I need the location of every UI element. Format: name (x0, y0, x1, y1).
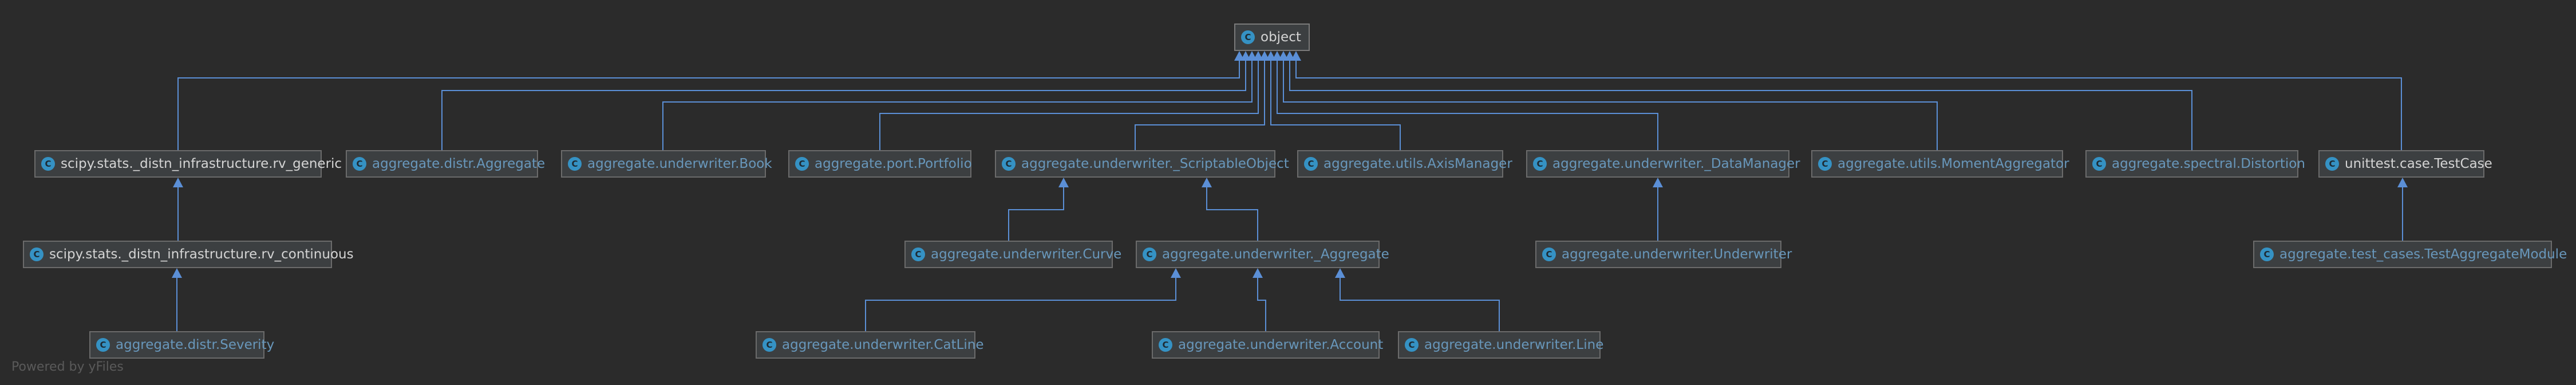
class-label: aggregate.distr.Severity (116, 337, 275, 352)
edge-line-to-aggregate (1340, 272, 1500, 331)
class-node-distr-severity[interactable]: C aggregate.distr.Severity (89, 331, 274, 359)
edge-rv-generic-to-object (177, 55, 1240, 150)
class-icon: C (1143, 247, 1156, 261)
inheritance-arrowhead (1335, 268, 1345, 278)
inheritance-arrowhead (1202, 178, 1212, 187)
class-icon: C (1818, 157, 1832, 171)
class-label: aggregate.spectral.Distortion (2112, 156, 2305, 171)
class-node-underwriter-aggregate[interactable]: C aggregate.underwriter._Aggregate (1136, 241, 1389, 268)
powered-by-watermark: Powered by yFiles (11, 360, 124, 374)
edge-distortion-to-object (1289, 55, 2192, 150)
class-node-rv-continuous[interactable]: C scipy.stats._distn_infrastructure.rv_c… (23, 241, 354, 268)
inheritance-arrowhead (1058, 178, 1069, 187)
edge-curve-to-scriptable (1008, 182, 1064, 241)
class-node-unittest-testcase[interactable]: C unittest.case.TestCase (2318, 150, 2492, 178)
class-label: aggregate.underwriter.Curve (931, 247, 1122, 262)
class-node-rv-generic[interactable]: C scipy.stats._distn_infrastructure.rv_g… (34, 150, 342, 178)
edge-aggregate-to-scriptable (1206, 182, 1258, 241)
class-node-data-manager[interactable]: C aggregate.underwriter._DataManager (1526, 150, 1800, 178)
class-icon: C (30, 247, 44, 261)
class-node-test-aggregate-module[interactable]: C aggregate.test_cases.TestAggregateModu… (2253, 241, 2567, 268)
class-node-scriptable-object[interactable]: C aggregate.underwriter._ScriptableObjec… (995, 150, 1289, 178)
class-node-distr-aggregate[interactable]: C aggregate.distr.Aggregate (346, 150, 545, 178)
class-icon: C (1533, 157, 1547, 171)
class-node-underwriter-account[interactable]: C aggregate.underwriter.Account (1152, 331, 1384, 359)
class-label: unittest.case.TestCase (2345, 156, 2492, 171)
class-icon: C (1405, 338, 1419, 352)
class-node-axis-manager[interactable]: C aggregate.utils.AxisManager (1297, 150, 1512, 178)
class-node-port-portfolio[interactable]: C aggregate.port.Portfolio (788, 150, 972, 178)
class-label: aggregate.port.Portfolio (815, 156, 972, 171)
class-label: aggregate.underwriter.Account (1178, 337, 1384, 352)
edge-moment-aggregator-to-object (1283, 55, 1938, 150)
edge-distr-aggregate-to-object (441, 55, 1246, 150)
inheritance-arrowhead (1653, 178, 1663, 187)
class-node-spectral-distortion[interactable]: C aggregate.spectral.Distortion (2085, 150, 2305, 178)
class-icon: C (353, 157, 366, 171)
class-label: aggregate.underwriter.Underwriter (1562, 247, 1792, 262)
inheritance-arrowhead (2397, 178, 2408, 187)
edge-axis-manager-to-object (1270, 55, 1401, 150)
edge-account-to-aggregate (1257, 272, 1266, 331)
class-icon: C (1002, 157, 1016, 171)
class-node-underwriter-curve[interactable]: C aggregate.underwriter.Curve (904, 241, 1121, 268)
class-icon: C (762, 338, 776, 352)
inheritance-arrowhead (172, 268, 182, 278)
class-icon: C (2325, 157, 2339, 171)
class-label: aggregate.utils.MomentAggregator (1838, 156, 2069, 171)
class-label: scipy.stats._distn_infrastructure.rv_con… (49, 247, 354, 262)
inheritance-arrowhead (1291, 51, 1301, 61)
class-icon: C (1304, 157, 1318, 171)
class-node-underwriter-underwriter[interactable]: C aggregate.underwriter.Underwriter (1535, 241, 1792, 268)
class-node-object[interactable]: C object (1234, 23, 1310, 51)
class-icon: C (911, 247, 925, 261)
class-node-underwriter-catline[interactable]: C aggregate.underwriter.CatLine (756, 331, 984, 359)
class-node-moment-aggregator[interactable]: C aggregate.utils.MomentAggregator (1811, 150, 2069, 178)
class-label: aggregate.distr.Aggregate (372, 156, 546, 171)
class-icon: C (1241, 30, 1255, 44)
class-icon: C (96, 338, 110, 352)
class-label: aggregate.underwriter.CatLine (782, 337, 984, 352)
edge-book-to-object (662, 55, 1253, 150)
class-label: aggregate.utils.AxisManager (1323, 156, 1512, 171)
class-label: aggregate.underwriter._Aggregate (1162, 247, 1389, 262)
edge-portfolio-to-object (879, 55, 1259, 150)
edge-scriptable-to-object (1135, 55, 1265, 150)
class-icon: C (795, 157, 809, 171)
class-label: aggregate.underwriter.Book (587, 156, 772, 171)
class-icon: C (1159, 338, 1172, 352)
edge-testcase-to-object (1295, 55, 2402, 150)
class-node-underwriter-line[interactable]: C aggregate.underwriter.Line (1398, 331, 1604, 359)
class-label: aggregate.underwriter._ScriptableObject (1021, 156, 1289, 171)
class-label: aggregate.underwriter.Line (1424, 337, 1604, 352)
class-icon: C (2260, 247, 2274, 261)
class-icon: C (568, 157, 582, 171)
class-node-underwriter-book[interactable]: C aggregate.underwriter.Book (561, 150, 772, 178)
class-label: object (1261, 30, 1301, 45)
inheritance-arrowhead (1171, 268, 1181, 278)
class-icon: C (2092, 157, 2106, 171)
class-icon: C (41, 157, 55, 171)
inheritance-arrowhead (1253, 268, 1263, 278)
edge-catline-to-aggregate (865, 272, 1176, 331)
class-label: scipy.stats._distn_infrastructure.rv_gen… (61, 156, 342, 171)
class-label: aggregate.test_cases.TestAggregateModule (2279, 247, 2567, 262)
class-icon: C (1542, 247, 1556, 261)
class-label: aggregate.underwriter._DataManager (1552, 156, 1800, 171)
inheritance-arrowhead (173, 178, 183, 187)
edge-data-manager-to-object (1277, 55, 1658, 150)
